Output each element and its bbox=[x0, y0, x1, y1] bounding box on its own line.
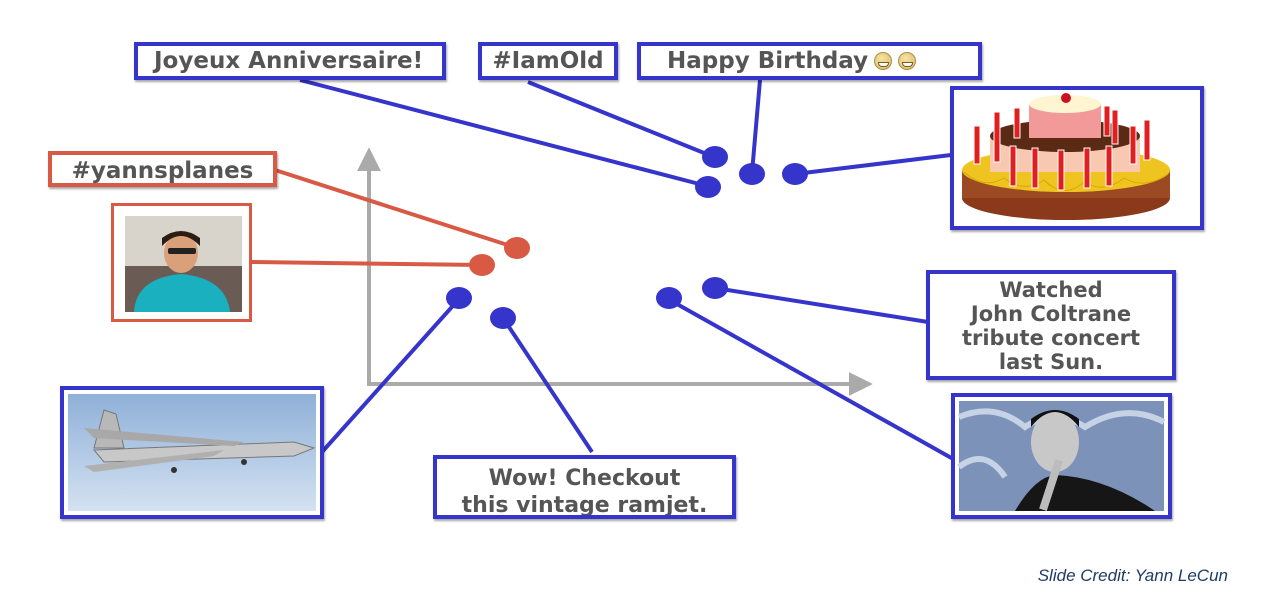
cake-illustration bbox=[962, 93, 1170, 220]
point-coltrane-text bbox=[702, 277, 728, 299]
point-portrait bbox=[469, 254, 495, 276]
point-cake bbox=[782, 163, 808, 185]
portrait-illustration bbox=[125, 216, 242, 312]
label-box-ramjet: Wow! Checkout this vintage ramjet. bbox=[433, 455, 736, 519]
label-coltrane: Watched John Coltrane tribute concert la… bbox=[930, 274, 1172, 374]
birthday-cake-image bbox=[950, 86, 1204, 230]
link-cake bbox=[794, 153, 952, 176]
link-joyeux bbox=[299, 78, 708, 188]
label-joyeux: Joyeux Anniversaire! bbox=[154, 48, 424, 74]
link-coltrane-painting bbox=[667, 297, 956, 462]
label-line: this vintage ramjet. bbox=[461, 493, 708, 518]
slide-credit: Slide Credit: Yann LeCun bbox=[1037, 566, 1228, 585]
label-happy-birthday-row: Happy Birthday bbox=[641, 46, 978, 76]
link-yannsplanes bbox=[274, 168, 518, 250]
point-yannsplanes bbox=[504, 237, 530, 259]
label-box-yannsplanes: #yannsplanes bbox=[48, 151, 277, 187]
coltrane-painting bbox=[951, 393, 1172, 519]
link-happy-birthday bbox=[750, 79, 762, 174]
label-line: tribute concert bbox=[961, 326, 1141, 350]
link-portrait bbox=[250, 260, 483, 267]
label-iamold: #IamOld bbox=[492, 48, 604, 74]
smiley-face-icon bbox=[898, 52, 917, 70]
portrait-photo bbox=[111, 203, 252, 322]
point-joyeux bbox=[695, 176, 721, 198]
coltrane-illustration bbox=[957, 401, 1166, 511]
point-happy-birthday bbox=[739, 163, 765, 185]
b52-airplane-photo bbox=[60, 386, 324, 519]
link-iamold bbox=[527, 80, 715, 159]
smiley-face-icon bbox=[874, 52, 893, 70]
label-box-coltrane: Watched John Coltrane tribute concert la… bbox=[926, 270, 1176, 380]
link-airplane bbox=[320, 297, 461, 454]
point-ramjet bbox=[490, 307, 516, 329]
label-line: Wow! Checkout bbox=[488, 466, 681, 491]
label-line: last Sun. bbox=[998, 350, 1104, 374]
point-coltrane-painting bbox=[656, 287, 682, 309]
label-box-joyeux: Joyeux Anniversaire! bbox=[134, 42, 446, 80]
point-iamold bbox=[702, 146, 728, 168]
label-line: John Coltrane bbox=[970, 302, 1132, 326]
label-ramjet: Wow! Checkout this vintage ramjet. bbox=[437, 459, 732, 518]
point-airplane bbox=[446, 287, 472, 309]
label-box-iamold: #IamOld bbox=[478, 42, 618, 80]
label-happy-birthday: Happy Birthday bbox=[667, 48, 869, 74]
label-box-happy-birthday: Happy Birthday bbox=[637, 42, 982, 80]
airplane-illustration bbox=[68, 394, 316, 511]
label-line: Watched bbox=[999, 278, 1103, 302]
link-ramjet bbox=[501, 316, 594, 454]
link-coltrane-text bbox=[714, 286, 929, 324]
label-yannsplanes: #yannsplanes bbox=[71, 158, 254, 184]
